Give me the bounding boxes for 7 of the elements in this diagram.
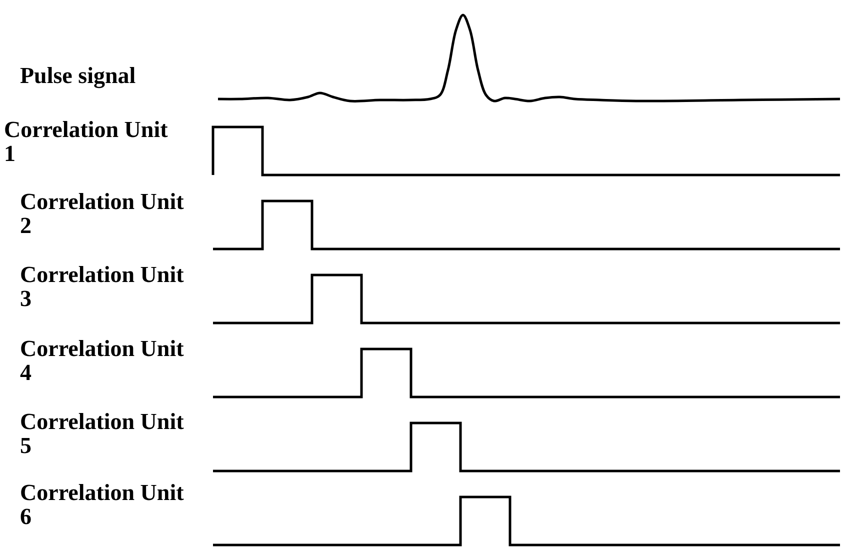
signal-label: Correlation Unit 4 <box>20 337 185 385</box>
signal-label: Correlation Unit 2 <box>20 190 185 238</box>
signal-label: Correlation Unit 6 <box>20 481 185 529</box>
signal-label: Correlation Unit 1 <box>4 118 169 166</box>
signal-label: Correlation Unit 3 <box>20 263 185 311</box>
signal-label: Correlation Unit 5 <box>20 410 185 458</box>
signal-label: Pulse signal <box>20 64 137 88</box>
